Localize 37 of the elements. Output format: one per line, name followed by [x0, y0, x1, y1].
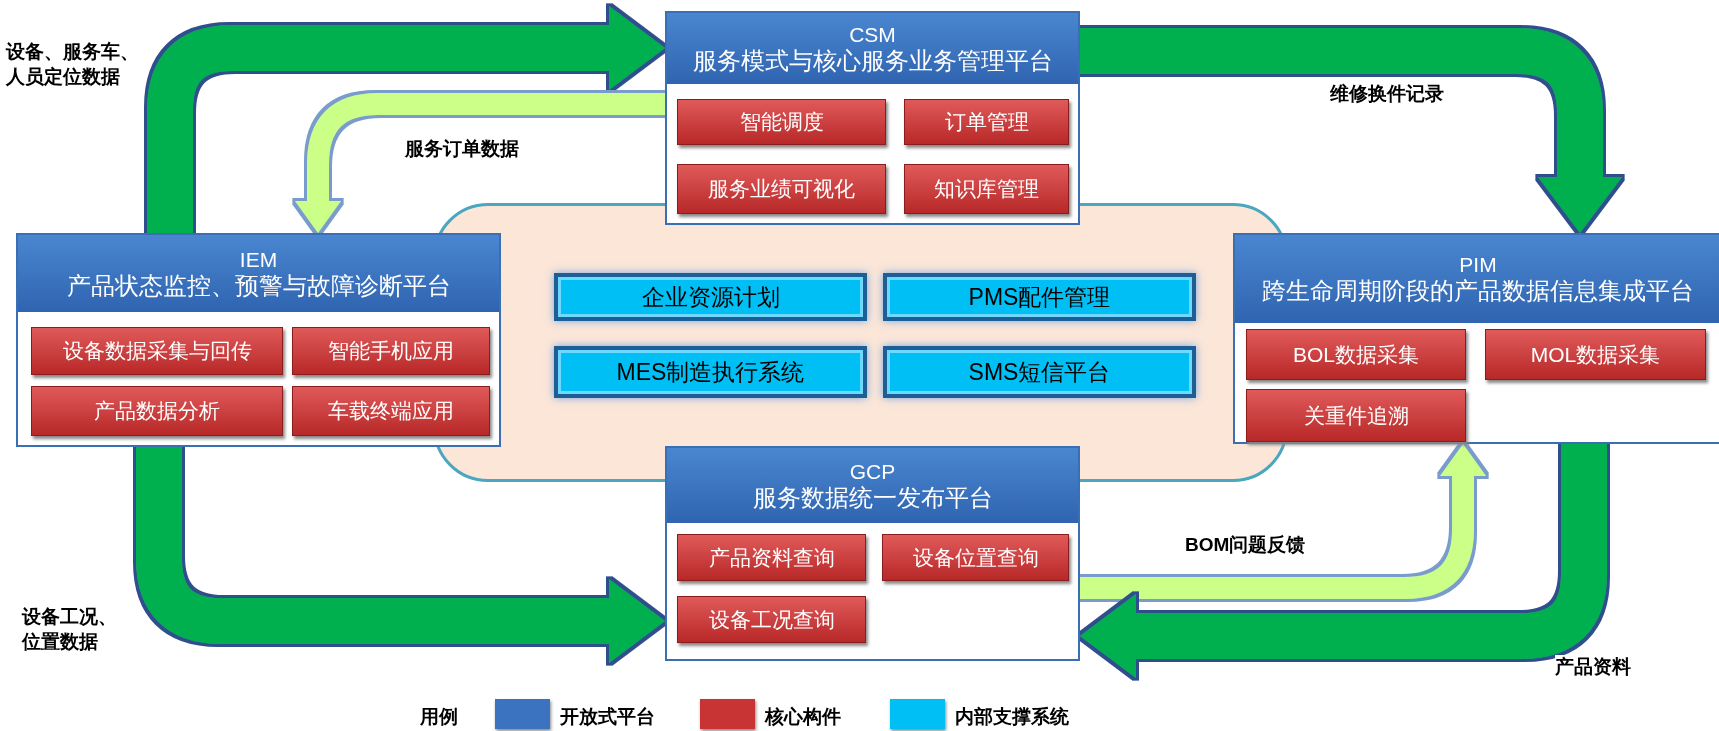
component-box: MOL数据采集: [1485, 329, 1706, 380]
component-box: 设备数据采集与回传: [31, 327, 283, 375]
platform-title: 服务数据统一发布平台: [752, 483, 993, 512]
component-box: 产品资料查询: [677, 534, 866, 581]
component-box: 智能调度: [677, 99, 886, 145]
platform-title: 产品状态监控、预警与故障诊断平台: [66, 271, 451, 300]
system-box: 企业资源计划: [554, 273, 867, 321]
arrow: [1080, 28, 1622, 233]
component-box: 关重件追溯: [1246, 389, 1466, 442]
legend-heading: 用例: [420, 705, 458, 729]
platform-panel: [665, 446, 1080, 661]
platform-panel: [665, 11, 1080, 225]
system-box: PMS配件管理: [883, 273, 1196, 321]
platform-title: 跨生命周期阶段的产品数据信息集成平台: [1262, 277, 1694, 305]
component-box: 产品数据分析: [31, 386, 283, 436]
legend-label: 内部支撑系统: [955, 705, 1069, 729]
component-box: 服务业绩可视化: [677, 164, 886, 214]
component-box: 设备位置查询: [882, 534, 1069, 581]
arrow: [295, 93, 665, 233]
component-box: 知识库管理: [904, 164, 1069, 214]
component-box: 车载终端应用: [292, 386, 490, 436]
legend-label: 核心构件: [765, 705, 841, 729]
platform-code: CSM: [849, 22, 896, 47]
platform-panel: [1233, 233, 1719, 444]
platform-code: GCP: [849, 459, 896, 484]
component-box: 设备工况查询: [677, 596, 866, 643]
platform-code: IEM: [239, 247, 278, 272]
platform-title: 服务模式与核心服务业务管理平台: [692, 46, 1053, 75]
platform-panel: [16, 233, 501, 447]
system-box: MES制造执行系统: [554, 346, 867, 398]
component-box: 订单管理: [904, 99, 1069, 145]
platform-code: PIM: [1459, 253, 1497, 278]
arrow: [1080, 444, 1486, 599]
component-box: BOL数据采集: [1246, 329, 1466, 380]
legend-label: 开放式平台: [560, 705, 655, 729]
component-box: 智能手机应用: [292, 327, 490, 375]
system-box: SMS短信平台: [883, 346, 1196, 398]
